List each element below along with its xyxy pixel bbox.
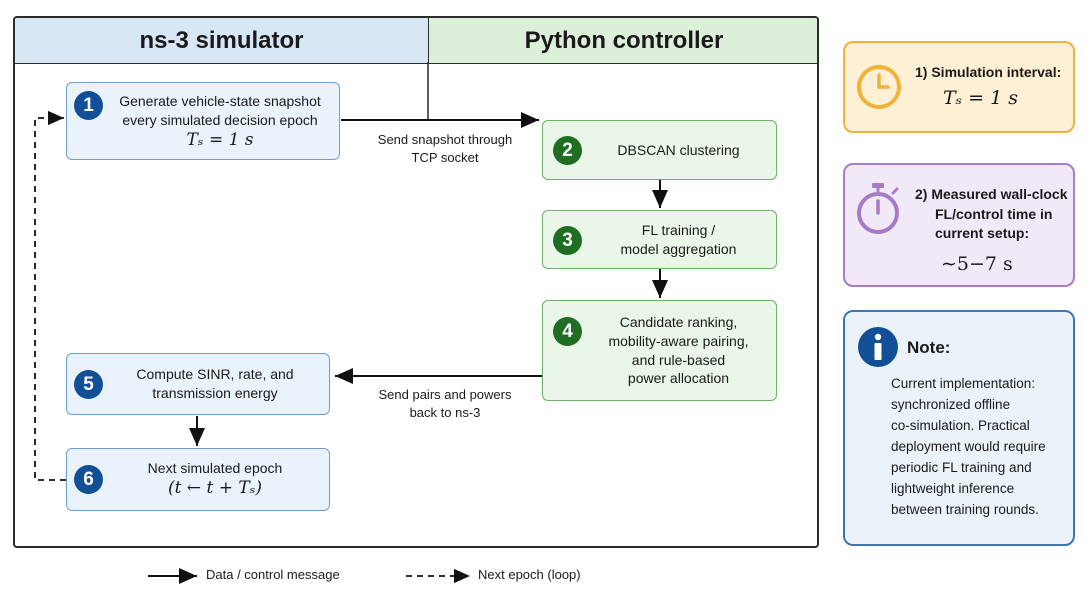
- step-4-line2: mobility-aware pairing,: [608, 332, 749, 349]
- step-3-line1: FL training /: [641, 221, 716, 238]
- step-5-line1: Compute SINR, rate, and: [136, 366, 294, 383]
- step-6-badge: 6: [74, 465, 103, 494]
- step-4-badge: 4: [553, 317, 582, 346]
- step-6-box: 6 Next simulated epoch (t ← t + Tₛ): [66, 448, 330, 511]
- step-4-line1: Candidate ranking,: [619, 313, 738, 330]
- loop-arrow-6-to-1: [34, 110, 66, 481]
- step-2-badge: 2: [553, 136, 582, 165]
- step-2-box: 2 DBSCAN clustering: [542, 120, 777, 180]
- step-2-line1: DBSCAN clustering: [617, 141, 740, 158]
- step-1-box: 1 Generate vehicle-state snapshot every …: [66, 82, 340, 160]
- step-5-badge: 5: [74, 370, 103, 399]
- note-panel: Note: Current implementation: synchroniz…: [843, 310, 1075, 546]
- step-1-line1: Generate vehicle-state snapshot: [119, 92, 321, 109]
- ns3-header: ns-3 simulator: [15, 18, 429, 64]
- note-text: Current implementation: synchronized off…: [891, 376, 1046, 517]
- step-5-line2: transmission energy: [152, 385, 278, 401]
- step-5-box: 5 Compute SINR, rate, and transmission e…: [66, 353, 330, 415]
- info-icon: [858, 327, 898, 367]
- simulation-interval-value: Tₛ = 1 s: [943, 87, 1018, 109]
- send-pairs-label: Send pairs and powers back to ns-3: [378, 387, 512, 421]
- wall-clock-title: 2) Measured wall-clock FL/control time i…: [915, 186, 1068, 242]
- wall-clock-value: ∼5−7 s: [941, 253, 1013, 275]
- step-3-badge: 3: [553, 226, 582, 255]
- wall-clock-panel: 2) Measured wall-clock FL/control time i…: [843, 163, 1075, 287]
- step-1-line2: every simulated decision epoch: [122, 111, 318, 128]
- step-1-badge: 1: [74, 91, 103, 120]
- step-3-box: 3 FL training / model aggregation: [542, 210, 777, 269]
- step-6-line1: Next simulated epoch: [147, 459, 283, 476]
- step-4-line4: power allocation: [627, 370, 730, 387]
- stopwatch-icon: [857, 183, 899, 234]
- clock-icon: [857, 65, 901, 109]
- legend-solid-label: Data / control message: [206, 567, 340, 582]
- note-title: Note:: [907, 338, 951, 357]
- simulation-interval-title: 1) Simulation interval:: [915, 64, 1062, 80]
- send-snapshot-label: Send snapshot through TCP socket: [377, 132, 513, 166]
- step-1-math: Tₛ = 1 s: [186, 130, 254, 151]
- step-4-line3: and rule-based: [631, 351, 726, 368]
- step-3-line2: model aggregation: [620, 240, 737, 257]
- legend-dashed-label: Next epoch (loop): [478, 567, 581, 582]
- step-4-box: 4 Candidate ranking, mobility-aware pair…: [542, 300, 777, 401]
- simulation-interval-panel: 1) Simulation interval: Tₛ = 1 s: [843, 41, 1075, 133]
- step-6-math: (t ← t + Tₛ): [167, 478, 263, 499]
- python-header: Python controller: [429, 18, 817, 64]
